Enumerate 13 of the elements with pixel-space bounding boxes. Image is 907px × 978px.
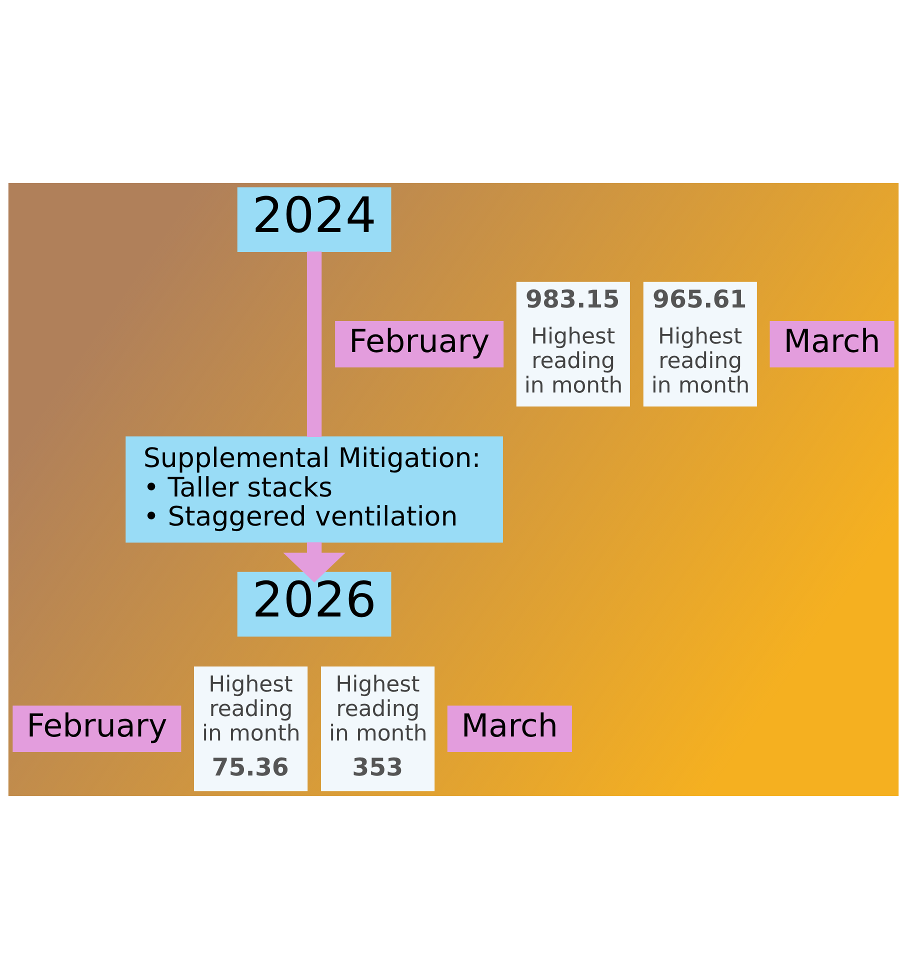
node-box: March: [770, 320, 894, 367]
node-box: 2026: [237, 571, 392, 636]
node-box: February: [12, 705, 182, 752]
node-box: 2024: [237, 186, 392, 252]
node-box: Supplemental Mitigation: • Taller stacks • Staggered ventilation: [126, 436, 503, 542]
node-box: 965.61 Highest reading in month: [643, 281, 757, 406]
connector: [306, 251, 322, 436]
node-box: Highest reading in month 353: [321, 666, 435, 791]
node-box: 983.15 Highest reading in month: [516, 281, 630, 406]
node-box: Highest reading in month 75.36: [194, 666, 308, 791]
arrow: [283, 542, 346, 582]
node-box: February: [335, 320, 504, 367]
node-box: March: [447, 705, 572, 752]
